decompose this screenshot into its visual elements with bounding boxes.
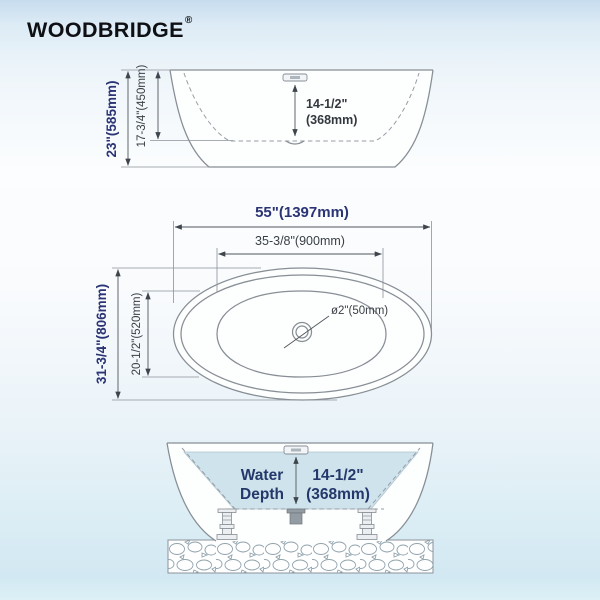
dim-side-interior-depth: 17-3/4"(450mm)	[136, 64, 148, 147]
side-view-drawing: 23"(585mm) 17-3/4"(450mm) 14-1/2" (368mm…	[104, 64, 434, 168]
drain-symbol	[283, 315, 330, 349]
dim-top-overall-width: 31-3/4"(806mm)	[94, 284, 109, 384]
section-view-drawing: Water Depth 14-1/2" (368mm)	[166, 442, 434, 574]
water-depth-value-mm: (368mm)	[306, 486, 370, 503]
ground-hatch	[167, 539, 434, 574]
water-depth-label-line1: Water	[241, 467, 284, 484]
drain-diameter-label: ø2"(50mm)	[331, 305, 388, 317]
leveling-foot-right	[356, 508, 378, 540]
basin-outline	[216, 290, 387, 378]
dim-top-basin-width: 20-1/2"(520mm)	[131, 292, 143, 375]
registered-mark: ®	[184, 15, 193, 26]
dim-side-overflow-height-mm: (368mm)	[306, 113, 357, 127]
water-depth-label-line2: Depth	[240, 486, 284, 503]
brand-name: WOODBRIDGE	[27, 18, 184, 42]
overflow-fitting-section-icon	[283, 445, 309, 455]
dim-side-overflow-height-in: 14-1/2"	[306, 97, 347, 111]
drain-dish-icon	[285, 140, 305, 145]
overflow-fitting-icon	[282, 73, 308, 82]
drain-section-icon	[286, 508, 306, 525]
brand-logo: WOODBRIDGE®	[27, 15, 193, 43]
interior-profile-dashed	[183, 72, 420, 142]
dim-side-overall-height: 23"(585mm)	[104, 81, 119, 158]
dim-top-overall-length: 55"(1397mm)	[255, 204, 349, 221]
top-view-drawing: 55"(1397mm) 35-3/8"(900mm) 31-3/4"(806mm…	[94, 204, 433, 401]
water-depth-value-in: 14-1/2"	[312, 467, 363, 484]
dim-top-basin-length: 35-3/8"(900mm)	[255, 234, 345, 248]
leveling-foot-left	[216, 508, 238, 540]
